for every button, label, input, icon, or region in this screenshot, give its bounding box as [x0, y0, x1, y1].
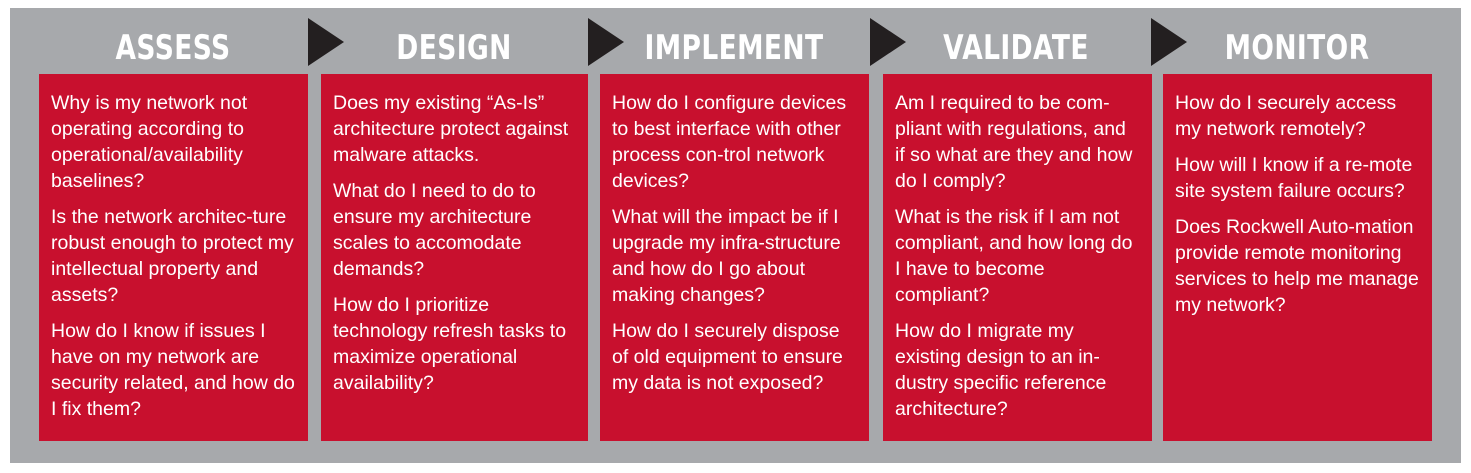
stage-title-monitor: MONITOR — [1224, 28, 1370, 68]
question-text: Am I required to be com-pliant with regu… — [895, 92, 1133, 192]
question-text: How will I know if a re-mote site system… — [1175, 154, 1413, 202]
stage-card-design: Does my existing “As-Is” architecture pr… — [321, 74, 588, 441]
stage-card-validate: Am I required to be com-pliant with regu… — [883, 74, 1152, 441]
arrow-right-icon — [308, 18, 344, 66]
stage-card-assess: Why is my network not operating accordin… — [39, 74, 308, 441]
arrow-right-icon — [870, 18, 906, 66]
question-text: How do I migrate my existing design to a… — [895, 320, 1107, 420]
question-text: How do I securely access my network remo… — [1175, 92, 1397, 140]
question-text: What do I need to do to ensure my archit… — [333, 180, 536, 280]
stage-title-validate: VALIDATE — [943, 28, 1089, 68]
stage-card-implement: How do I configure devices to best inter… — [600, 74, 869, 441]
stage-title-design: DESIGN — [396, 28, 512, 68]
stage-title-implement: IMPLEMENT — [644, 28, 824, 68]
arrow-right-icon — [588, 18, 624, 66]
stage-card-monitor: How do I securely access my network remo… — [1163, 74, 1432, 441]
question-text: How do I securely dispose of old equipme… — [612, 320, 843, 394]
question-text: How do I prioritize technology refresh t… — [333, 294, 567, 394]
arrow-right-icon — [1151, 18, 1187, 66]
question-text: What will the impact be if I upgrade my … — [612, 206, 841, 306]
question-text: What is the risk if I am not compliant, … — [895, 206, 1133, 306]
question-text: Does my existing “As-Is” architecture pr… — [333, 92, 569, 166]
process-diagram: ASSESS DESIGN IMPLEMENT VALIDATE MONITOR… — [10, 8, 1461, 463]
question-text: How do I configure devices to best inter… — [612, 92, 847, 192]
stage-title-assess: ASSESS — [115, 28, 231, 68]
question-text: Is the network architec-ture robust enou… — [51, 206, 294, 306]
question-text: Does Rockwell Auto-mation provide remote… — [1175, 216, 1419, 316]
question-text: How do I know if issues I have on my net… — [51, 320, 295, 420]
question-text: Why is my network not operating accordin… — [51, 92, 248, 192]
